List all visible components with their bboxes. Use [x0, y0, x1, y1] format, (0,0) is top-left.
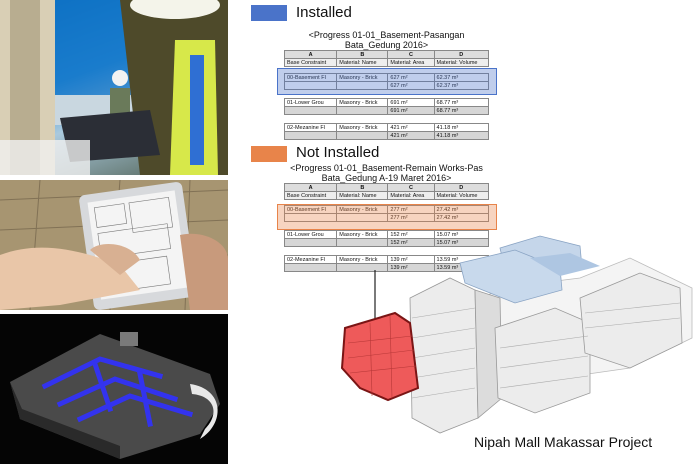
not-installed-legend-label: Not Installed [296, 144, 380, 161]
photo-site-inspection [0, 0, 228, 175]
col-letter: B [336, 183, 389, 192]
table-row: 627 m² 62.37 m³ [283, 81, 490, 90]
photo-3d-basement-model [0, 314, 228, 464]
table-row: 277 m² 27.42 m³ [283, 213, 490, 222]
column-header-row: Base Constraint Material: Name Material:… [283, 58, 490, 67]
column-header-row: Base Constraint Material: Name Material:… [283, 191, 490, 200]
cell: 41.18 m³ [433, 123, 490, 132]
col-letter: C [387, 183, 435, 192]
col-header: Material: Area [387, 191, 435, 200]
not-installed-legend-swatch [251, 146, 287, 162]
not-installed-schedule-title-line2: Bata_Gedung A-19 Maret 2016> [321, 173, 452, 183]
col-header: Material: Area [387, 58, 435, 67]
cell: Masonry - Brick [336, 98, 389, 107]
cell [283, 131, 338, 140]
installed-schedule-title: <Progress 01-01_Basement-Pasangan Bata_G… [308, 30, 465, 50]
cell [283, 238, 338, 247]
installed-row-highlight [277, 68, 497, 95]
table-row: 01-Lower Grou Masonry - Brick 691 m² 68.… [283, 98, 490, 107]
column-letters-row: A B C D [283, 183, 490, 192]
col-letter: C [387, 50, 435, 59]
cell [336, 238, 389, 247]
installed-schedule-table: A B C D Base Constraint Material: Name M… [283, 50, 490, 140]
cell [283, 213, 338, 222]
installed-schedule: <Progress 01-01_Basement-Pasangan Bata_G… [283, 30, 490, 140]
cell: 691 m² [387, 106, 435, 115]
col-letter: B [336, 50, 389, 59]
not-installed-row-highlight [277, 204, 497, 230]
cell: 68.77 m³ [433, 98, 490, 107]
table-row: 00-Basement Fl Masonry - Brick 277 m² 27… [283, 205, 490, 214]
col-letter: D [433, 183, 490, 192]
col-letter: A [283, 183, 338, 192]
col-letter: D [433, 50, 490, 59]
col-header: Material: Volume [433, 191, 490, 200]
col-header: Base Constraint [283, 191, 338, 200]
cell: 691 m² [387, 98, 435, 107]
cell [283, 263, 338, 272]
cell: 62.37 m³ [433, 81, 490, 90]
building-3d-model [340, 235, 693, 434]
cell: 68.77 m³ [433, 106, 490, 115]
cell: 41.18 m³ [433, 131, 490, 140]
cell: 01-Lower Grou [283, 98, 338, 107]
column-letters-row: A B C D [283, 50, 490, 59]
col-header: Material: Volume [433, 58, 490, 67]
photo-tablet-plan [0, 180, 228, 310]
project-label: Nipah Mall Makassar Project [474, 434, 653, 450]
cell: 02-Mezanine Fl [283, 123, 338, 132]
cell [336, 81, 389, 90]
col-header: Material: Name [336, 191, 389, 200]
table-row: 02-Mezanine Fl Masonry - Brick 421 m² 41… [283, 123, 490, 132]
cell [336, 131, 389, 140]
not-installed-highlight-zone [340, 311, 420, 402]
cell: 421 m² [387, 123, 435, 132]
cell: Masonry - Brick [336, 123, 389, 132]
not-installed-schedule-title-line1: <Progress 01-01_Basement-Remain Works-Pa… [290, 163, 483, 173]
cell: 27.42 m³ [433, 213, 490, 222]
cell [336, 106, 389, 115]
subtotal-row: 152 m² 15.07 m³ [283, 238, 490, 247]
cell [283, 81, 338, 90]
cell [283, 106, 338, 115]
col-header: Base Constraint [283, 58, 338, 67]
col-letter: A [283, 50, 338, 59]
cell: 15.07 m³ [433, 238, 490, 247]
cell: 421 m² [387, 131, 435, 140]
installed-legend-label: Installed [296, 4, 352, 21]
installed-legend-swatch [251, 5, 287, 21]
cell [336, 263, 389, 272]
subtotal-row: 421 m² 41.18 m³ [283, 131, 490, 140]
subtotal-row: 691 m² 68.77 m³ [283, 106, 490, 115]
cell [336, 213, 389, 222]
col-header: Material: Name [336, 58, 389, 67]
